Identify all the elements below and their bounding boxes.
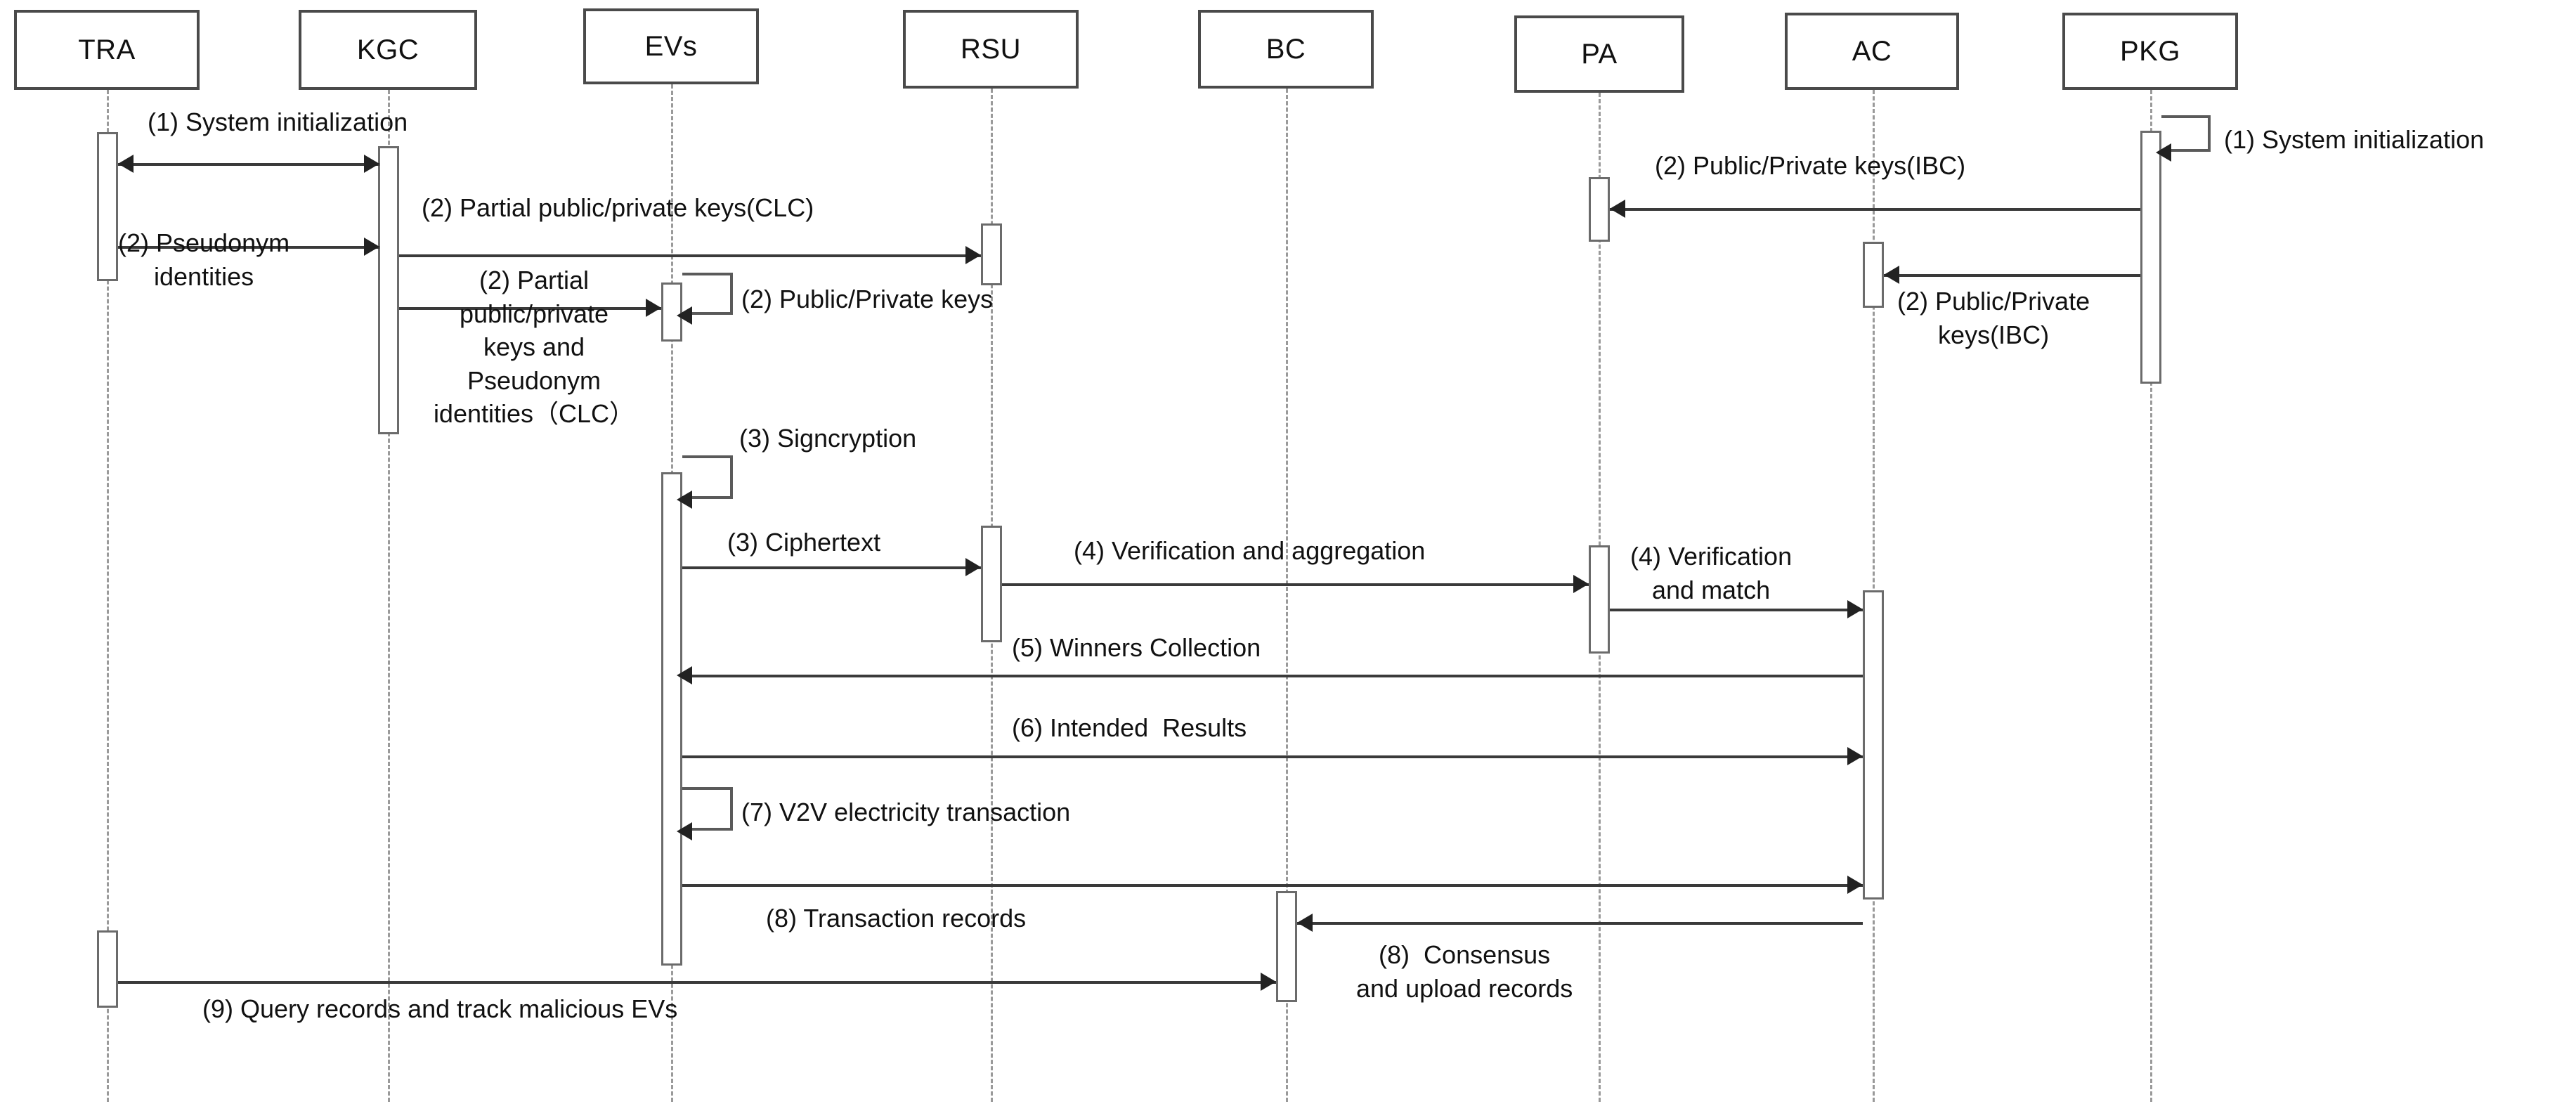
arrowhead-ibc-keys-ac — [1884, 266, 1899, 284]
message-label-transaction-records: (8) Transaction records — [766, 904, 1027, 933]
lifeline-label-tra: TRA — [78, 34, 136, 65]
message-label-pkg-system-initialization: (1) System initialization — [2224, 125, 2485, 154]
activation-tra-bottom — [97, 930, 118, 1008]
activation-pkg — [2140, 131, 2161, 384]
arrowhead-right-system-initialization — [364, 155, 379, 173]
arrowhead-evs-signcryption — [677, 491, 692, 509]
arrowhead-ibc-keys-pa — [1610, 200, 1625, 218]
message-label-query-records: (9) Query records and track malicious EV… — [202, 994, 678, 1023]
arrowhead-verification-match — [1847, 600, 1863, 618]
lifeline-head-rsu[interactable]: RSU — [903, 10, 1079, 89]
arrowhead-winners-collection — [677, 666, 692, 684]
message-label-verification-aggregation: (4) Verification and aggregation — [1074, 536, 1426, 565]
activation-rsu-verify — [981, 526, 1002, 642]
lifeline-label-rsu: RSU — [961, 33, 1021, 65]
message-line-winners-collection[interactable] — [682, 675, 1863, 677]
arrowhead-evs-v2v-transaction — [677, 822, 692, 840]
arrowhead-pkg-system-initialization — [2156, 143, 2171, 162]
message-label-system-initialization: (1) System initialization — [148, 108, 408, 136]
message-line-partial-keys-pseudonym-evs[interactable] — [399, 307, 661, 310]
message-line-ibc-keys-pa[interactable] — [1610, 208, 2140, 211]
message-label-pseudonym-identities: (2) Pseudonym identities — [118, 228, 290, 291]
activation-bc — [1276, 891, 1297, 1002]
message-line-transaction-records[interactable] — [682, 884, 1863, 887]
message-label-evs-public-private-keys: (2) Public/Private keys — [741, 285, 994, 313]
message-label-verification-match: (4) Verification and match — [1630, 542, 1793, 604]
message-label-intended-results: (6) Intended Results — [1012, 713, 1247, 742]
activation-pa-keys — [1589, 177, 1610, 242]
message-line-pseudonym-identities[interactable] — [118, 246, 379, 249]
arrowhead-query-records — [1261, 973, 1276, 991]
activation-ac-main — [1863, 590, 1884, 900]
message-label-ciphertext: (3) Ciphertext — [727, 528, 881, 557]
arrowhead-partial-keys-pseudonym-evs — [646, 299, 661, 317]
lifeline-label-pa: PA — [1581, 38, 1618, 70]
activation-pa-verify — [1589, 545, 1610, 654]
message-line-ibc-keys-ac[interactable] — [1884, 274, 2140, 277]
lifeline-label-kgc: KGC — [356, 34, 419, 65]
message-label-evs-v2v-transaction: (7) V2V electricity transaction — [741, 798, 1071, 826]
lifeline-label-bc: BC — [1266, 33, 1306, 65]
activation-kgc — [378, 146, 399, 434]
selfmessage-pkg-system-initialization[interactable] — [2161, 115, 2211, 152]
lifeline-head-ac[interactable]: AC — [1785, 13, 1959, 90]
message-line-system-initialization[interactable] — [118, 163, 379, 166]
lifeline-kgc — [388, 90, 390, 1102]
lifeline-label-evs: EVs — [644, 30, 698, 62]
activation-tra-top — [97, 132, 118, 281]
lifeline-head-evs[interactable]: EVs — [583, 8, 759, 84]
arrowhead-verification-aggregation — [1573, 575, 1589, 593]
lifeline-pkg — [2150, 90, 2152, 1102]
arrowhead-left-system-initialization — [118, 155, 134, 173]
lifeline-head-kgc[interactable]: KGC — [299, 10, 477, 90]
lifeline-label-pkg: PKG — [2120, 35, 2180, 67]
lifeline-label-ac: AC — [1852, 35, 1892, 67]
activation-rsu-keys — [981, 223, 1002, 285]
message-line-intended-results[interactable] — [682, 755, 1863, 758]
message-line-verification-match[interactable] — [1610, 609, 1863, 611]
message-line-ciphertext[interactable] — [682, 566, 981, 569]
message-line-partial-keys-clc-rsu[interactable] — [399, 254, 981, 257]
message-label-winners-collection: (5) Winners Collection — [1012, 633, 1261, 662]
message-label-partial-keys-pseudonym-evs: (2) Partial public/private keys and Pseu… — [433, 266, 635, 429]
lifeline-head-pa[interactable]: PA — [1514, 15, 1684, 93]
message-label-ibc-keys-pa: (2) Public/Private keys(IBC) — [1655, 151, 1966, 180]
lifeline-head-pkg[interactable]: PKG — [2062, 13, 2238, 90]
message-label-partial-keys-clc-rsu: (2) Partial public/private keys(CLC) — [422, 193, 814, 222]
lifeline-bc — [1286, 89, 1288, 1102]
activation-evs-main — [661, 472, 682, 966]
selfmessage-evs-public-private-keys[interactable] — [682, 273, 733, 315]
selfmessage-evs-v2v-transaction[interactable] — [682, 787, 733, 831]
message-line-query-records[interactable] — [118, 981, 1276, 984]
arrowhead-pseudonym-identities — [364, 238, 379, 256]
selfmessage-evs-signcryption[interactable] — [682, 455, 733, 499]
arrowhead-intended-results — [1847, 747, 1863, 765]
message-label-ibc-keys-ac: (2) Public/Private keys(IBC) — [1897, 287, 2090, 349]
message-line-consensus-upload[interactable] — [1297, 922, 1863, 925]
arrowhead-evs-public-private-keys — [677, 306, 692, 325]
message-label-consensus-upload: (8) Consensus and upload records — [1356, 940, 1573, 1003]
message-label-evs-signcryption: (3) Signcryption — [739, 424, 917, 453]
arrowhead-partial-keys-clc-rsu — [965, 246, 981, 264]
activation-ac-keys — [1863, 242, 1884, 308]
lifeline-head-tra[interactable]: TRA — [14, 10, 200, 90]
lifeline-head-bc[interactable]: BC — [1198, 10, 1374, 89]
arrowhead-ciphertext — [965, 558, 981, 576]
arrowhead-transaction-records — [1847, 876, 1863, 894]
arrowhead-consensus-upload — [1297, 914, 1313, 932]
message-line-verification-aggregation[interactable] — [1002, 583, 1589, 586]
lifeline-tra — [107, 90, 109, 1102]
